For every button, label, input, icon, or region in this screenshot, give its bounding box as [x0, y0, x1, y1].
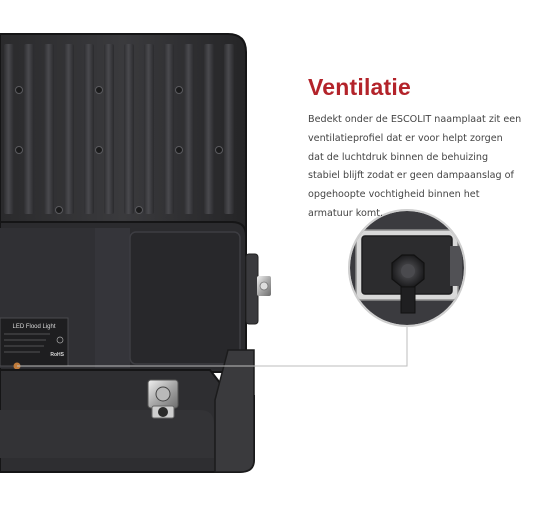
description-line: opgehoopte vochtigheid binnen het	[308, 189, 480, 201]
description-line: ventilatieprofiel dat er voor helpt zorg…	[308, 132, 503, 144]
product-label-plate: LED Flood Light RoHS	[0, 317, 69, 367]
section-description: Bedekt onder de ESCOLIT naamplaat zit ee…	[308, 111, 540, 224]
rohs-mark: RoHS	[50, 352, 64, 358]
product-label-name: LED Flood Light	[12, 324, 55, 330]
description-line: dat de luchtdruk binnen de behuizing	[308, 151, 489, 163]
side-fitting	[245, 253, 271, 325]
callout-line-icon	[17, 325, 408, 367]
cable-gland-icon	[147, 379, 179, 419]
mounting-bracket	[0, 349, 255, 473]
heat-sink-fins	[4, 44, 234, 214]
section-title: Ventilatie	[308, 74, 411, 100]
housing-screws	[15, 86, 223, 214]
vent-valve-zoom-circle	[348, 209, 466, 327]
description-line: armatuur komt.	[308, 207, 384, 219]
description-line: stabiel blijft zodat er geen dampaanslag…	[308, 170, 514, 182]
description-line: Bedekt onder de ESCOLIT naamplaat zit ee…	[308, 114, 522, 125]
